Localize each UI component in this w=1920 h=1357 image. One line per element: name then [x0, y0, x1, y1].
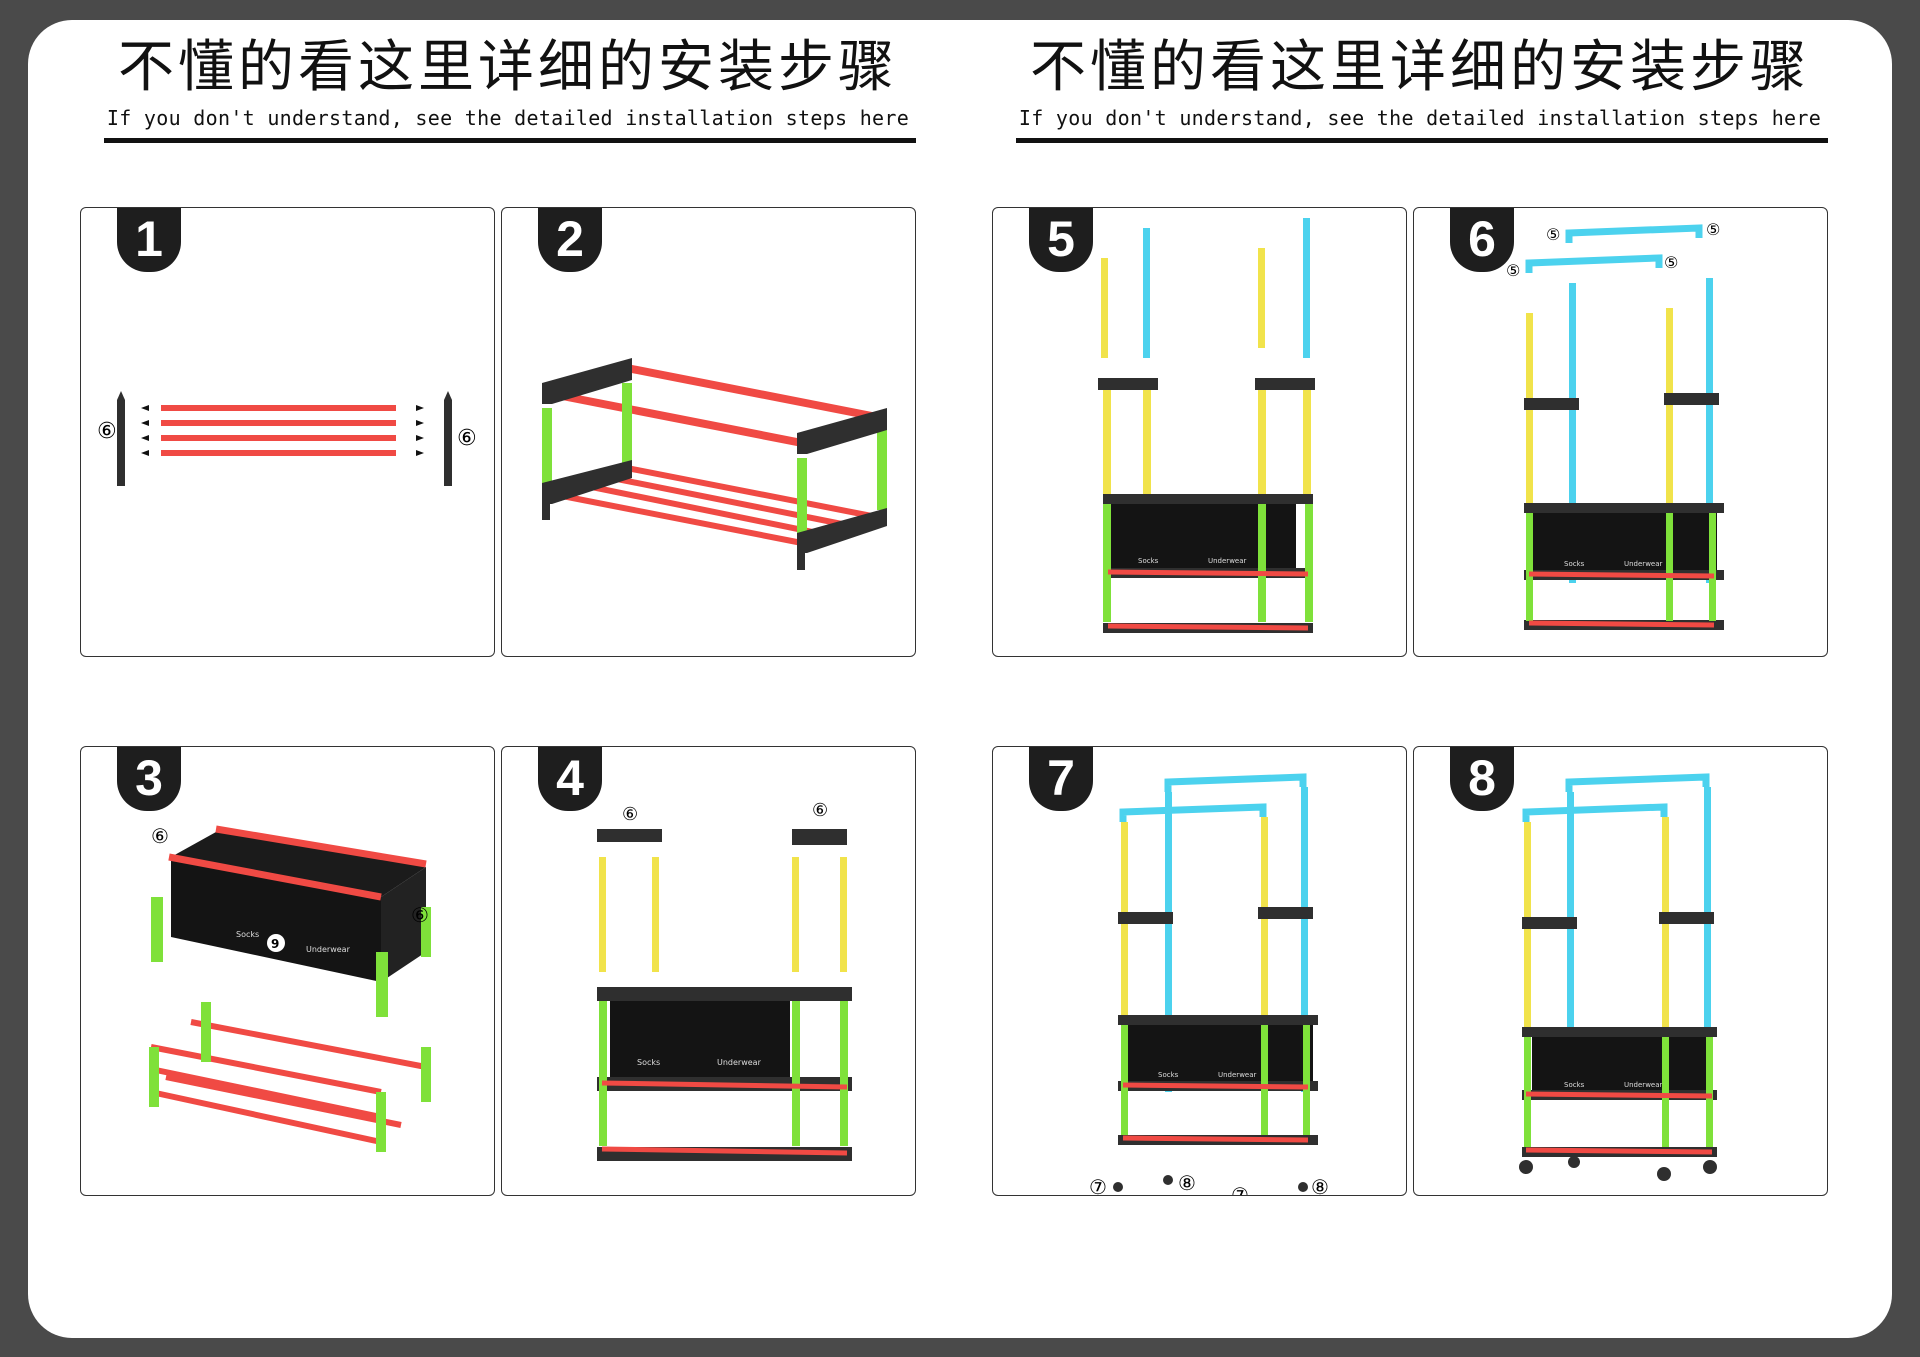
- part-6-label: ⑥: [97, 419, 117, 444]
- part-6-label: ⑥: [151, 824, 169, 848]
- step-number-badge: 6: [1450, 208, 1514, 272]
- step-number-badge: 5: [1029, 208, 1093, 272]
- step-3-panel: 3 Socks Underwear 9 ⑥ ⑥: [80, 746, 495, 1196]
- socks-label: Socks: [1564, 560, 1585, 568]
- header-left: 不懂的看这里详细的安装步骤 If you don't understand, s…: [98, 32, 918, 143]
- underwear-label: Underwear: [1208, 557, 1247, 565]
- step-4-illustration: ⑥ ⑥ Socks Underwear: [597, 800, 852, 1161]
- part-5-label: ⑤: [1506, 261, 1520, 280]
- header-title-en: If you don't understand, see the detaile…: [1018, 106, 1822, 130]
- part-5-label: ⑤: [1546, 225, 1560, 244]
- socks-label: Socks: [1138, 557, 1159, 565]
- header-title-cn: 不懂的看这里详细的安装步骤: [118, 35, 898, 100]
- step-7-illustration: Socks Underwear ⑦ ⑧ ⑦ ⑧: [1089, 773, 1329, 1195]
- header-right: 不懂的看这里详细的安装步骤 If you don't understand, s…: [1010, 32, 1830, 143]
- part-9-label: 9: [271, 937, 279, 951]
- underwear-label: Underwear: [1624, 1081, 1663, 1089]
- part-6-label: ⑥: [411, 903, 429, 927]
- instruction-sheet: 不懂的看这里详细的安装步骤 If you don't understand, s…: [28, 20, 1892, 1338]
- step-8-illustration: Socks Underwear: [1519, 773, 1717, 1181]
- step-5-illustration: Socks Underwear: [1098, 218, 1315, 633]
- step-number-badge: 1: [117, 208, 181, 272]
- part-6-label: ⑥: [622, 804, 638, 825]
- underwear-label: Underwear: [306, 945, 351, 954]
- step-8-panel: 8 Socks Underwear: [1413, 746, 1828, 1196]
- header-title-en: If you don't understand, see the detaile…: [106, 106, 910, 130]
- socks-label: Socks: [637, 1058, 660, 1067]
- step-number-badge: 4: [538, 747, 602, 811]
- step-number-badge: 3: [117, 747, 181, 811]
- step-number-badge: 7: [1029, 747, 1093, 811]
- step-3-illustration: Socks Underwear 9 ⑥ ⑥: [149, 824, 431, 1152]
- underwear-label: Underwear: [1624, 560, 1663, 568]
- step-7-panel: 7 Socks Underwear ⑦ ⑧ ⑦ ⑧: [992, 746, 1407, 1196]
- step-number-badge: 2: [538, 208, 602, 272]
- socks-label: Socks: [236, 930, 259, 939]
- part-8-label: ⑧: [1178, 1171, 1196, 1195]
- part-6-label: ⑥: [457, 426, 477, 451]
- step-2-illustration: [542, 358, 887, 570]
- header-underline: [104, 138, 916, 143]
- step-2-panel: 2: [501, 207, 916, 657]
- step-5-panel: 5 Socks Underwear: [992, 207, 1407, 657]
- step-6-panel: 6 ⑤ ⑤ ⑤ ⑤ Socks Underwear: [1413, 207, 1828, 657]
- part-5-label: ⑤: [1706, 220, 1720, 239]
- socks-label: Socks: [1564, 1081, 1585, 1089]
- step-1-illustration: ⑥ ⑥: [97, 391, 477, 486]
- part-5-label: ⑤: [1664, 253, 1678, 272]
- part-6-label: ⑥: [812, 800, 828, 821]
- header-underline: [1016, 138, 1828, 143]
- underwear-label: Underwear: [1218, 1071, 1257, 1079]
- step-6-illustration: ⑤ ⑤ ⑤ ⑤ Socks Underwear: [1506, 220, 1724, 630]
- step-1-panel: 1 ⑥ ⑥: [80, 207, 495, 657]
- step-number-badge: 8: [1450, 747, 1514, 811]
- underwear-label: Underwear: [717, 1058, 762, 1067]
- part-7-label: ⑦: [1089, 1175, 1107, 1195]
- step-4-panel: 4 ⑥ ⑥ Socks Underwear: [501, 746, 916, 1196]
- socks-label: Socks: [1158, 1071, 1179, 1079]
- header-title-cn: 不懂的看这里详细的安装步骤: [1030, 35, 1810, 100]
- part-8-label: ⑧: [1311, 1175, 1329, 1195]
- part-7-label: ⑦: [1231, 1183, 1249, 1195]
